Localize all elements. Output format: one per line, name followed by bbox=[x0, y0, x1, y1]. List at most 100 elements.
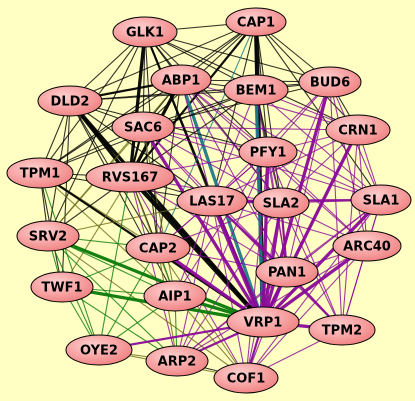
edge-pfy1-tpm2 bbox=[267, 151, 343, 331]
edge-bud6-sac6 bbox=[142, 81, 331, 128]
edge-las17-vrp1 bbox=[209, 200, 266, 323]
node-label: BEM1 bbox=[236, 84, 277, 99]
node-label: TWF1 bbox=[41, 281, 82, 296]
node-label: CAP1 bbox=[237, 16, 275, 31]
edge-rvs167-cof1 bbox=[129, 176, 247, 379]
node-crn1[interactable]: CRN1 bbox=[325, 114, 391, 146]
node-ellipse bbox=[16, 220, 80, 252]
edge-cap1-tpm1 bbox=[39, 21, 257, 174]
node-label: TPM2 bbox=[322, 324, 362, 339]
node-label: SAC6 bbox=[124, 121, 162, 136]
edge-las17-aip1 bbox=[174, 200, 213, 297]
node-label: SLA2 bbox=[263, 197, 300, 212]
node-ellipse bbox=[85, 161, 175, 193]
edge-sac6-crn1 bbox=[142, 126, 359, 131]
node-srv2[interactable]: SRV2 bbox=[16, 220, 80, 252]
node-ellipse bbox=[125, 232, 191, 264]
node-label: RVS167 bbox=[102, 171, 159, 186]
edge-rvs167-twf1 bbox=[61, 176, 131, 288]
edge-cap1-cap2 bbox=[157, 21, 257, 249]
node-label: ARP2 bbox=[158, 355, 197, 370]
node-ellipse bbox=[150, 64, 212, 96]
node-label: OYE2 bbox=[80, 344, 118, 359]
node-cap1[interactable]: CAP1 bbox=[225, 7, 287, 37]
node-ellipse bbox=[65, 334, 133, 366]
node-ellipse bbox=[252, 187, 310, 219]
node-tpm1[interactable]: TPM1 bbox=[6, 157, 74, 189]
node-ellipse bbox=[238, 136, 298, 168]
node-tpm2[interactable]: TPM2 bbox=[308, 314, 376, 346]
edge-las17-arp2 bbox=[176, 200, 213, 362]
edge-dld2-las17 bbox=[69, 100, 213, 202]
node-ellipse bbox=[350, 184, 412, 216]
node-ellipse bbox=[325, 114, 391, 146]
edge-bem1-sla1 bbox=[255, 89, 382, 201]
node-sla2[interactable]: SLA2 bbox=[252, 187, 310, 219]
node-pfy1[interactable]: PFY1 bbox=[238, 136, 298, 168]
edge-abp1-sla2 bbox=[180, 79, 282, 204]
node-oye2[interactable]: OYE2 bbox=[65, 334, 133, 366]
node-dld2[interactable]: DLD2 bbox=[37, 85, 103, 117]
node-ellipse bbox=[225, 7, 287, 37]
node-sac6[interactable]: SAC6 bbox=[111, 111, 175, 143]
node-label: VRP1 bbox=[244, 316, 283, 331]
node-label: CRN1 bbox=[338, 124, 377, 139]
edge-rvs167-arp2 bbox=[129, 176, 178, 362]
edge-glk1-bud6 bbox=[144, 31, 331, 83]
node-las17[interactable]: LAS17 bbox=[176, 185, 248, 217]
node-bem1[interactable]: BEM1 bbox=[223, 74, 289, 106]
node-arp2[interactable]: ARP2 bbox=[145, 345, 209, 377]
edge-crn1-las17 bbox=[211, 129, 359, 202]
edge-pfy1-vrp1 bbox=[261, 151, 270, 323]
node-label: TPM1 bbox=[20, 167, 60, 182]
node-ellipse bbox=[308, 314, 376, 346]
node-label: SRV2 bbox=[29, 230, 67, 245]
node-label: ARC40 bbox=[343, 240, 391, 255]
node-sla1[interactable]: SLA1 bbox=[350, 184, 412, 216]
node-label: ABP1 bbox=[162, 74, 201, 89]
node-ellipse bbox=[111, 111, 175, 143]
node-label: COF1 bbox=[227, 372, 266, 387]
node-rvs167[interactable]: RVS167 bbox=[85, 161, 175, 193]
node-cof1[interactable]: COF1 bbox=[213, 362, 279, 394]
node-label: CAP2 bbox=[139, 242, 177, 257]
node-ellipse bbox=[37, 85, 103, 117]
node-label: PFY1 bbox=[250, 146, 287, 161]
edge-glk1-pfy1 bbox=[144, 31, 269, 153]
edge-dld2-twf1 bbox=[61, 100, 71, 288]
node-pan1[interactable]: PAN1 bbox=[255, 256, 319, 288]
edge-abp1-cap2 bbox=[157, 79, 182, 249]
node-ellipse bbox=[223, 74, 289, 106]
node-bud6[interactable]: BUD6 bbox=[298, 66, 362, 98]
node-ellipse bbox=[332, 230, 402, 262]
node-label: AIP1 bbox=[158, 290, 191, 305]
node-twf1[interactable]: TWF1 bbox=[30, 271, 94, 303]
node-glk1[interactable]: GLK1 bbox=[112, 16, 178, 48]
node-aip1[interactable]: AIP1 bbox=[143, 280, 207, 312]
node-ellipse bbox=[226, 306, 300, 338]
node-arc40[interactable]: ARC40 bbox=[332, 230, 402, 262]
edge-las17-cof1 bbox=[211, 200, 247, 379]
edge-pfy1-cof1 bbox=[245, 151, 269, 379]
node-abp1[interactable]: ABP1 bbox=[150, 64, 212, 96]
node-label: DLD2 bbox=[51, 95, 90, 110]
node-label: BUD6 bbox=[310, 76, 350, 91]
edge-sla1-cof1 bbox=[245, 199, 382, 379]
edge-sac6-sla2 bbox=[142, 126, 282, 204]
edge-srv2-cof1 bbox=[47, 235, 247, 379]
node-ellipse bbox=[145, 345, 209, 377]
node-label: LAS17 bbox=[189, 195, 235, 210]
edge-cap1-rvs167 bbox=[129, 21, 257, 178]
node-ellipse bbox=[255, 256, 319, 288]
node-ellipse bbox=[176, 185, 248, 217]
node-ellipse bbox=[213, 362, 279, 394]
node-ellipse bbox=[112, 16, 178, 48]
node-cap2[interactable]: CAP2 bbox=[125, 232, 191, 264]
node-vrp1[interactable]: VRP1 bbox=[226, 306, 300, 338]
node-ellipse bbox=[30, 271, 94, 303]
edge-tpm1-aip1 bbox=[39, 172, 176, 297]
edge-tpm1-oye2 bbox=[39, 172, 100, 351]
node-ellipse bbox=[143, 280, 207, 312]
